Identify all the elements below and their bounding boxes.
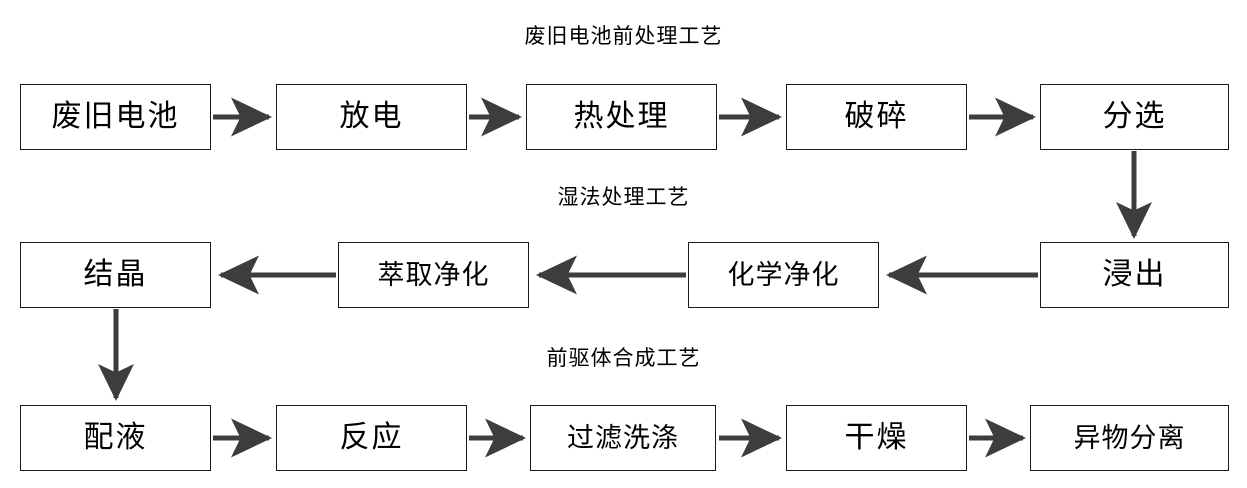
node-spent-battery[interactable]: 废旧电池 bbox=[20, 84, 211, 150]
node-label: 分选 bbox=[1102, 99, 1167, 134]
node-drying[interactable]: 干燥 bbox=[786, 405, 967, 471]
node-label: 浸出 bbox=[1102, 257, 1167, 292]
node-discharge[interactable]: 放电 bbox=[276, 84, 467, 150]
node-solution-preparation[interactable]: 配液 bbox=[20, 405, 211, 471]
node-sorting[interactable]: 分选 bbox=[1040, 84, 1229, 150]
section-title-pretreatment: 废旧电池前处理工艺 bbox=[524, 24, 723, 48]
node-chemical-purification[interactable]: 化学净化 bbox=[688, 242, 879, 308]
node-crushing[interactable]: 破碎 bbox=[786, 84, 967, 150]
node-label: 废旧电池 bbox=[51, 99, 180, 134]
section-title-precursor-synthesis: 前驱体合成工艺 bbox=[546, 346, 701, 370]
node-label: 反应 bbox=[339, 420, 404, 455]
node-label: 化学净化 bbox=[727, 259, 840, 291]
node-label: 热处理 bbox=[573, 99, 670, 134]
node-crystallization[interactable]: 结晶 bbox=[20, 242, 211, 308]
node-reaction[interactable]: 反应 bbox=[276, 405, 467, 471]
node-label: 异物分离 bbox=[1073, 422, 1186, 454]
node-label: 干燥 bbox=[844, 420, 909, 455]
node-heat-treatment[interactable]: 热处理 bbox=[526, 84, 717, 150]
node-leaching[interactable]: 浸出 bbox=[1040, 242, 1229, 308]
node-label: 破碎 bbox=[844, 99, 909, 134]
node-filtration-washing[interactable]: 过滤洗涤 bbox=[530, 405, 716, 471]
node-foreign-matter-separation[interactable]: 异物分离 bbox=[1030, 405, 1229, 471]
node-label: 放电 bbox=[339, 99, 404, 134]
section-title-hydrometallurgy: 湿法处理工艺 bbox=[557, 185, 690, 209]
node-extraction-purification[interactable]: 萃取净化 bbox=[338, 242, 529, 308]
node-label: 过滤洗涤 bbox=[567, 422, 679, 454]
node-label: 配液 bbox=[83, 420, 148, 455]
node-label: 萃取净化 bbox=[377, 259, 490, 291]
node-label: 结晶 bbox=[83, 257, 148, 292]
